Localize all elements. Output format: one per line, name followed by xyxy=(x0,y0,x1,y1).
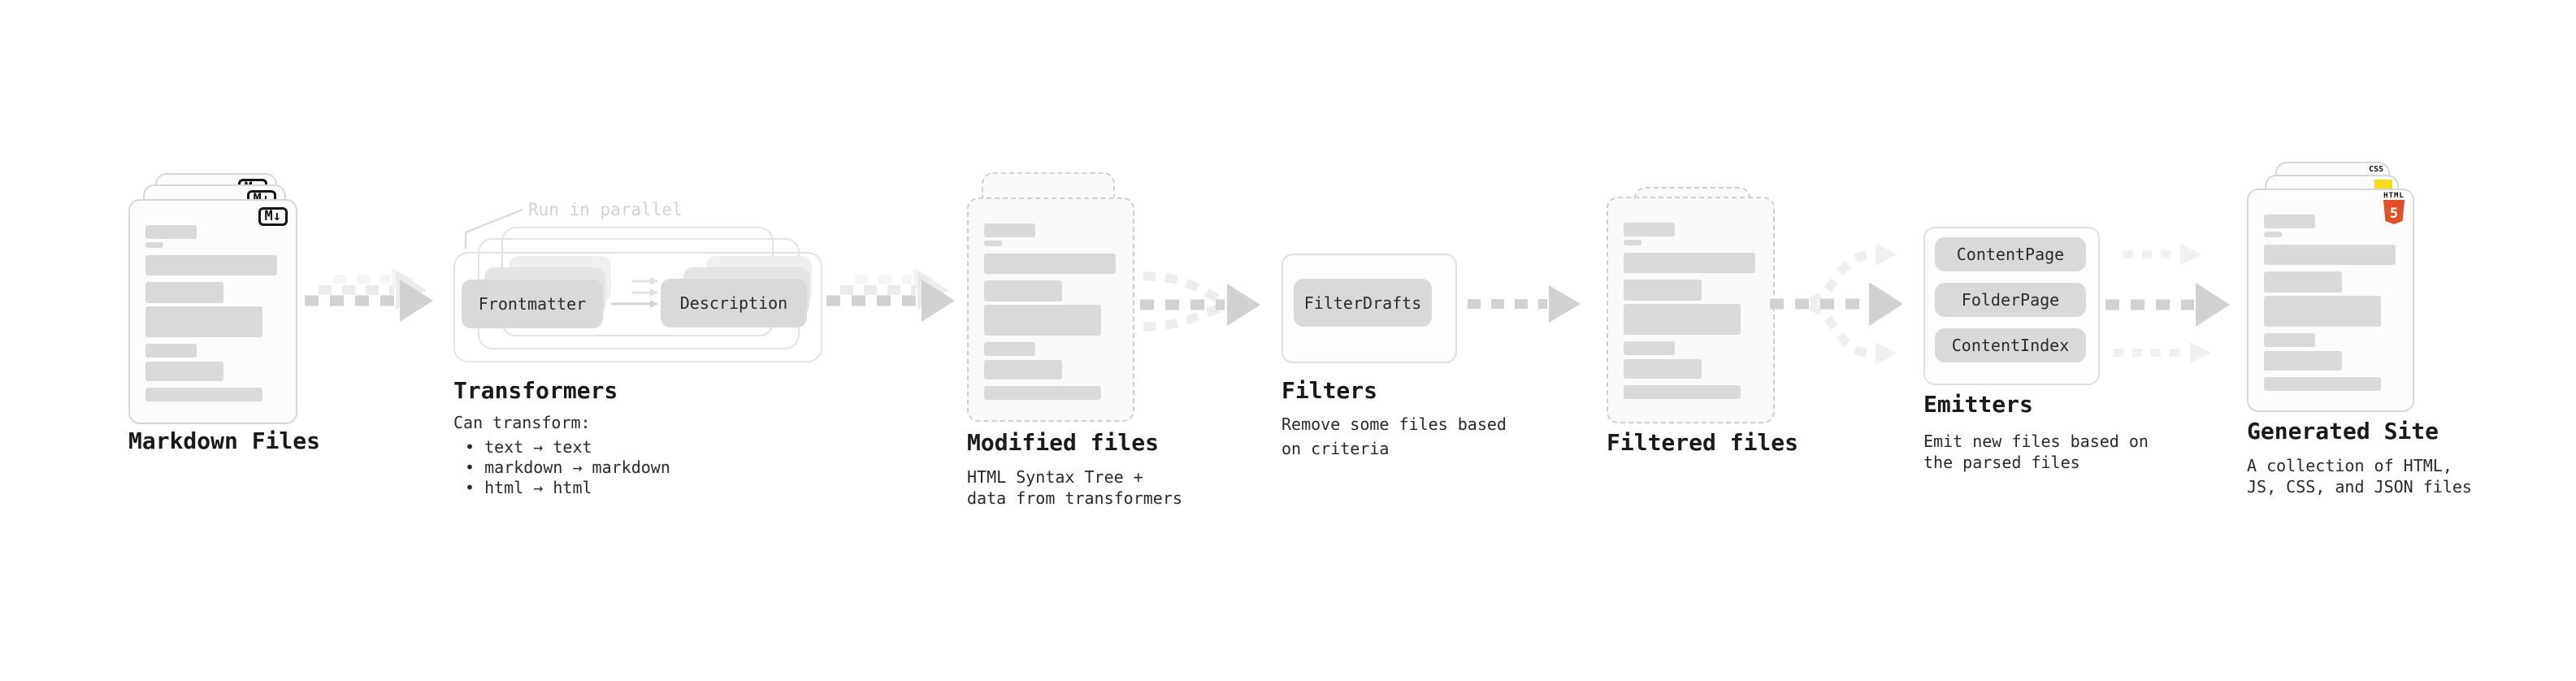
skeleton-bar xyxy=(1624,359,1702,379)
skeleton-bar xyxy=(984,342,1035,356)
stage-title-filtered-files: Filtered files xyxy=(1607,429,1799,456)
transformer-step-description: Description xyxy=(661,279,807,327)
skeleton-bar xyxy=(984,280,1062,301)
css-icon-label: CSS xyxy=(2368,165,2384,174)
stage-title-modified-files: Modified files xyxy=(967,429,1160,456)
skeleton-bar xyxy=(145,388,262,401)
skeleton-bar xyxy=(2264,232,2282,237)
skeleton-bar xyxy=(1624,280,1702,301)
skeleton-bar xyxy=(1624,341,1675,355)
skeleton-bar xyxy=(145,242,163,248)
skeleton-bar xyxy=(145,225,197,239)
emitters-desc-line: the parsed files xyxy=(1923,453,2080,472)
emitter-contentpage: ContentPage xyxy=(1935,237,2086,271)
stage-title-generated-site: Generated Site xyxy=(2247,418,2439,445)
svg-text:5: 5 xyxy=(2390,206,2398,222)
modified-desc-line: HTML Syntax Tree + xyxy=(967,467,1143,487)
skeleton-bar xyxy=(984,223,1035,237)
transformer-step-frontmatter: Frontmatter xyxy=(462,280,603,328)
stage-title-filters: Filters xyxy=(1281,377,1378,404)
skeleton-bar xyxy=(984,254,1116,274)
skeleton-bar xyxy=(2264,377,2381,391)
skeleton-bar xyxy=(2264,215,2315,228)
emitter-contentindex: ContentIndex xyxy=(1935,328,2086,362)
stage-title-transformers: Transformers xyxy=(453,377,618,404)
transformers-bullet: • text → text xyxy=(465,437,592,457)
generated-file-card-html: HTML 5 xyxy=(2247,189,2414,412)
skeleton-bar xyxy=(2264,245,2396,265)
html5-icon-label: HTML xyxy=(2383,192,2405,200)
skeleton-bar xyxy=(2264,333,2315,347)
flow-arrow-emitters-to-generated xyxy=(2105,244,2230,363)
skeleton-bar xyxy=(145,362,223,381)
filter-filterdrafts: FilterDrafts xyxy=(1294,279,1432,327)
skeleton-bar xyxy=(984,241,1002,246)
flow-arrow-filters-to-filtered xyxy=(1468,285,1581,323)
skeleton-bar xyxy=(2264,271,2342,293)
emitter-folderpage: FolderPage xyxy=(1935,283,2086,317)
filtered-file-card-front xyxy=(1607,197,1775,423)
js-icon xyxy=(2374,180,2392,190)
flow-arrow-modified-to-filters xyxy=(1140,271,1260,332)
skeleton-bar xyxy=(1624,304,1741,335)
skeleton-bar xyxy=(145,344,197,358)
skeleton-bar xyxy=(984,360,1062,380)
skeleton-bar xyxy=(145,255,277,275)
modified-desc-line: data from transformers xyxy=(967,488,1182,508)
flow-arrow-markdown-to-transformers xyxy=(305,268,433,322)
skeleton-bar xyxy=(145,306,262,337)
markdown-icon: M↓ xyxy=(258,207,288,226)
flow-arrow-transformers-to-modified xyxy=(826,268,955,322)
html5-icon: HTML 5 xyxy=(2383,193,2405,228)
skeleton-bar xyxy=(145,282,223,303)
modified-file-card-front xyxy=(967,197,1134,422)
skeleton-bar xyxy=(984,386,1101,400)
emitters-desc-line: Emit new files based on xyxy=(1923,432,2149,451)
callout-line xyxy=(464,208,523,249)
skeleton-bar xyxy=(1624,385,1741,399)
filters-desc-line: Remove some files based xyxy=(1281,414,1507,434)
skeleton-bar xyxy=(2264,296,2381,327)
generated-desc-line: A collection of HTML, xyxy=(2247,456,2452,475)
html5-shield: 5 xyxy=(2383,200,2405,224)
transformers-bullet: • html → html xyxy=(465,478,592,497)
transformer-box-front xyxy=(453,252,822,362)
stage-title-markdown-files: Markdown Files xyxy=(128,427,321,454)
transformers-desc-heading: Can transform: xyxy=(453,413,591,432)
generated-desc-line: JS, CSS, and JSON files xyxy=(2247,477,2472,497)
skeleton-bar xyxy=(2264,351,2342,371)
stage-title-emitters: Emitters xyxy=(1923,391,2033,418)
parallel-step-arrows xyxy=(611,277,658,308)
skeleton-bar xyxy=(1624,223,1675,236)
run-in-parallel-label: Run in parallel xyxy=(528,200,683,219)
markdown-file-card-front: M↓ xyxy=(128,199,297,424)
transformers-bullet: • markdown → markdown xyxy=(465,458,670,477)
skeleton-bar xyxy=(1624,253,1755,273)
skeleton-bar xyxy=(984,305,1101,336)
skeleton-bar xyxy=(1624,240,1641,245)
flow-arrow-filtered-to-emitters xyxy=(1770,243,1903,365)
filters-desc-line: on criteria xyxy=(1281,439,1390,458)
